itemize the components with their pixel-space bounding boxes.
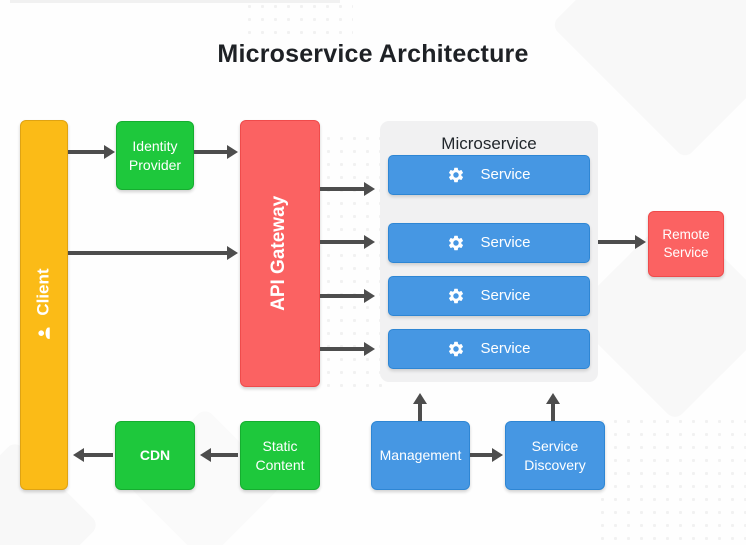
node-management: Management — [371, 421, 470, 490]
node-identity-provider-label: Identity Provider — [128, 138, 182, 173]
node-cdn-label: CDN — [139, 447, 171, 464]
node-static-content: Static Content — [240, 421, 320, 490]
node-remote-service-label: Remote Service — [662, 227, 710, 260]
node-cdn: CDN — [115, 421, 195, 490]
arrow-cdn-to-client — [73, 448, 113, 462]
node-service-discovery: Service Discovery — [505, 421, 605, 490]
microservice-group-title: Microservice — [441, 134, 537, 153]
node-service-1: Service — [388, 223, 590, 263]
arrow-static-content-to-cdn — [200, 448, 238, 462]
gear-icon — [449, 167, 464, 183]
microservice-group: Microservice Service Service Service Ser… — [380, 121, 598, 382]
background-dots — [596, 415, 746, 540]
node-service-label: Service — [480, 340, 531, 358]
arrow-client-to-api-gateway — [68, 246, 238, 260]
node-identity-provider: Identity Provider — [116, 121, 194, 190]
top-edge-accent — [10, 0, 340, 3]
arrow-gateway-to-service-3 — [320, 289, 375, 303]
arrow-gateway-to-service-2 — [320, 235, 375, 249]
node-api-gateway-label: API Gateway — [268, 195, 290, 312]
node-service-4: Service — [388, 155, 590, 196]
gear-icon — [449, 288, 464, 304]
node-client: Client — [20, 120, 68, 490]
person-icon — [38, 327, 50, 339]
gear-icon — [449, 341, 464, 357]
node-api-gateway: API Gateway — [240, 120, 320, 387]
arrow-client-to-identity-provider — [68, 145, 115, 159]
node-service-2: Service — [388, 276, 590, 316]
node-service-label: Service — [480, 166, 531, 184]
node-service-discovery-label: Service Discovery — [524, 438, 586, 473]
arrow-gateway-to-service-4 — [320, 342, 375, 356]
node-management-label: Management — [379, 447, 462, 464]
arrow-management-to-microservice — [413, 393, 427, 421]
node-static-content-label: Static Content — [255, 438, 305, 473]
node-remote-service: Remote Service — [648, 211, 724, 277]
arrow-service-discovery-to-microservice — [546, 393, 560, 421]
gear-icon — [449, 235, 464, 251]
node-service-3: Service — [388, 329, 590, 369]
background-dots — [243, 0, 353, 34]
page-title: Microservice Architecture — [217, 40, 529, 68]
node-client-label: Client — [33, 268, 53, 316]
arrow-gateway-to-service-1 — [320, 182, 375, 196]
node-service-label: Service — [480, 287, 531, 305]
arrow-microservice-to-remote-service — [598, 235, 646, 249]
node-service-label: Service — [480, 234, 531, 252]
arrow-identity-provider-to-api-gateway — [194, 145, 238, 159]
arrow-management-to-service-discovery — [470, 448, 503, 462]
